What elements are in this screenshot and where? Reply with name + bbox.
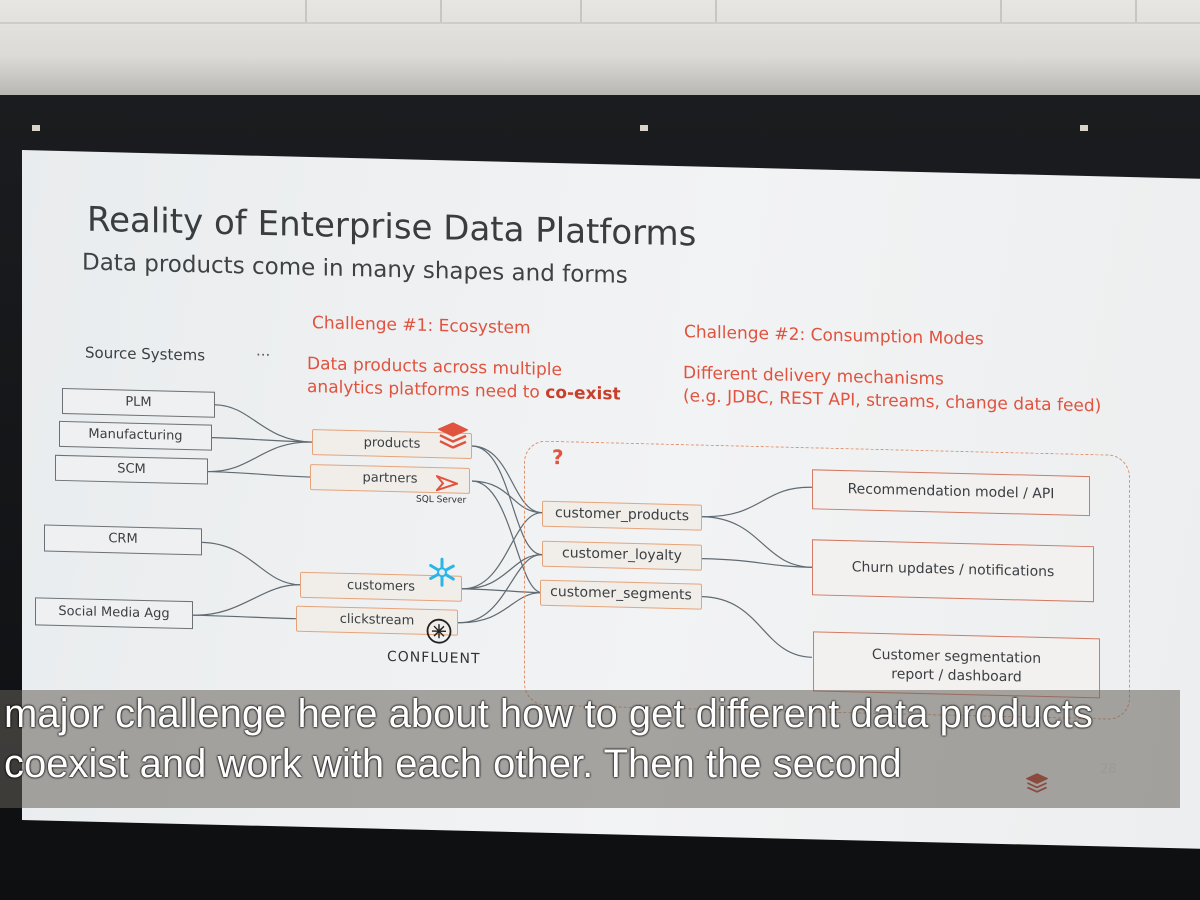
presentation-slide: Reality of Enterprise Data Platforms Dat… <box>22 150 1200 849</box>
ceiling-seam <box>440 0 442 22</box>
challenge-1-description: Data products across multiple analytics … <box>307 353 621 407</box>
ceiling-seam <box>305 0 307 22</box>
source-manufacturing: Manufacturing <box>59 420 212 451</box>
source-social-media-agg: Social Media Agg <box>35 597 193 630</box>
sql-server-label: SQL Server <box>416 494 467 506</box>
ceiling-seam <box>715 0 717 22</box>
connector-lines <box>192 404 813 658</box>
source-plm: PLM <box>62 387 215 418</box>
databricks-icon <box>438 422 468 449</box>
consumer-customer-products: customer_products <box>542 500 702 531</box>
mode-churn-updates-notifications: Churn updates / notifications <box>812 539 1094 603</box>
ceiling-seam <box>1135 0 1137 22</box>
light-spot <box>1080 125 1088 131</box>
consumer-customer-loyalty: customer_loyalty <box>542 540 702 571</box>
ceiling-band <box>0 22 1200 24</box>
snowflake-icon <box>429 557 455 587</box>
ceiling <box>0 0 1200 95</box>
source-crm: CRM <box>44 524 202 556</box>
source-systems-header: Source Systems <box>85 343 206 365</box>
co-exist-emphasis: co-exist <box>545 382 621 405</box>
confluent-icon <box>426 618 452 644</box>
mode-recommendation-model-api: Recommendation model / API <box>812 469 1090 517</box>
ceiling-seam <box>580 0 582 22</box>
sql-server-icon <box>436 475 458 492</box>
ellipsis: ··· <box>256 345 271 365</box>
databricks-footer-icon <box>1026 773 1048 793</box>
ceiling-seam <box>1000 0 1002 22</box>
source-scm: SCM <box>55 454 208 485</box>
light-spot <box>32 125 40 131</box>
challenge-1-line-2-text: analytics platforms need to <box>307 376 546 403</box>
caption-line-1: major challenge here about how to get di… <box>4 692 1093 736</box>
slide-page-number: 28 <box>1100 762 1117 777</box>
caption-line-2: coexist and work with each other. Then t… <box>4 742 902 786</box>
light-spot <box>640 125 648 131</box>
question-mark: ? <box>552 444 564 470</box>
mode-customer-segmentation-report: Customer segmentation report / dashboard <box>813 631 1100 699</box>
subtitle-caption-bar: major challenge here about how to get di… <box>0 690 1180 808</box>
consumer-customer-segments: customer_segments <box>540 579 702 610</box>
confluent-label: CONFLUENT <box>387 648 481 668</box>
